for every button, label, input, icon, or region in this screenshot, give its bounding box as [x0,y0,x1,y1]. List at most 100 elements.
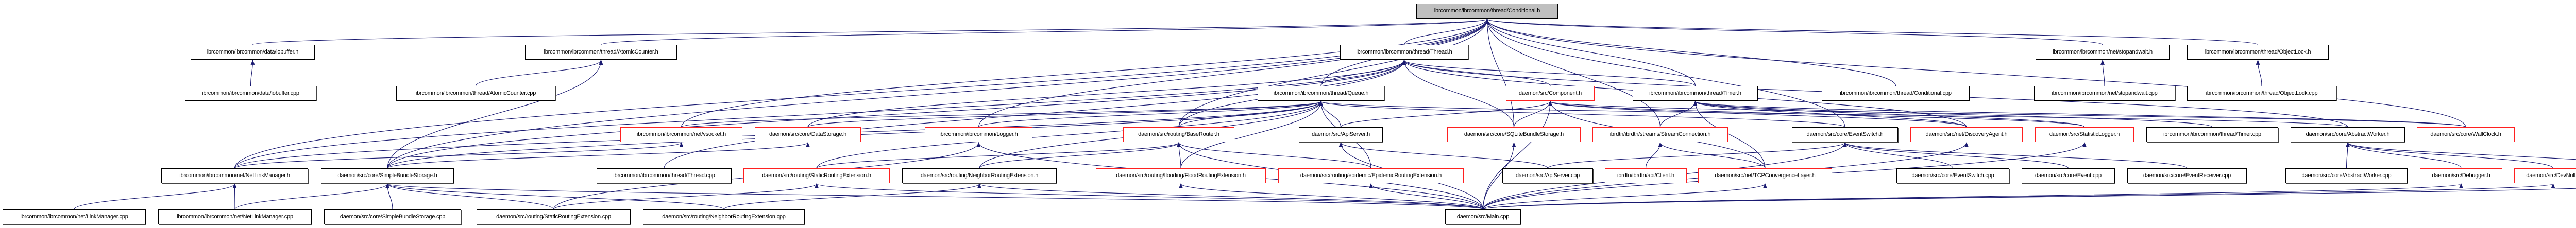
file-node[interactable]: ibrdtn/ibrdtn/streams/StreamConnection.h [1592,127,1728,142]
file-node[interactable]: daemon/src/routing/StaticRoutingExtensio… [743,168,890,183]
dependency-edge [1485,19,2259,45]
dependency-edge [816,101,1323,169]
dependency-edge [1177,142,1371,169]
file-node[interactable]: ibrcommon/ibrcommon/net/LinkManager.cpp [3,209,146,224]
dependency-edge [2346,142,2554,169]
dependency-edge [1548,101,1967,128]
file-node[interactable]: ibrcommon/ibrcommon/thread/Timer.cpp [2146,127,2278,142]
dependency-edge [1547,142,1847,169]
file-node[interactable]: ibrcommon/ibrcommon/thread/Thread.cpp [597,168,732,183]
dependency-edge [600,19,1489,45]
file-node[interactable]: daemon/src/Debugger.h [2420,168,2502,183]
dependency-edge [681,101,1323,128]
file-node[interactable]: daemon/src/routing/BaseRouter.h [1123,127,1234,142]
file-node[interactable]: daemon/src/net/TCPConvergenceLayer.h [1698,168,1832,183]
file-node[interactable]: daemon/src/Component.h [1506,86,1595,101]
dependency-edge [978,101,1323,128]
dependency-edge [977,183,1484,210]
file-node[interactable]: ibrcommon/ibrcommon/net/NetLinkManager.c… [158,209,312,224]
file-node[interactable]: ibrcommon/ibrcommon/thread/Conditional.c… [1822,86,1970,101]
file-node[interactable]: ibrcommon/ibrcommon/thread/AtomicCounter… [396,86,555,101]
file-node[interactable]: daemon/src/core/AbstractWorker.cpp [2285,168,2408,183]
dependency-edge [1402,60,1696,86]
dependency-edge [1178,101,1323,128]
dependency-edge [1843,142,2069,169]
file-node[interactable]: ibrcommon/ibrcommon/thread/AtomicCounter… [525,45,677,60]
dependency-edge [234,183,389,210]
dependency-edge [1843,142,2188,169]
dependency-edge [1485,19,1661,128]
dependency-edge [1693,101,2085,128]
file-node[interactable]: daemon/src/core/WallClock.h [2417,127,2515,142]
file-node[interactable]: ibrcommon/ibrcommon/net/stopandwait.h [2036,45,2170,60]
file-node[interactable]: ibrcommon/ibrcommon/thread/ObjectLock.cp… [2187,86,2336,101]
file-node[interactable]: daemon/src/core/EventSwitch.cpp [1896,168,2009,183]
file-node[interactable]: daemon/src/routing/NeighborRoutingExtens… [902,168,1057,183]
dependency-edge [1482,142,1516,210]
file-node[interactable]: daemon/src/core/DataStorage.h [755,127,861,142]
file-node[interactable]: daemon/src/net/DiscoveryAgent.h [1910,127,2023,142]
dependency-edge [1482,188,2576,210]
dependency-edge [979,142,1181,169]
dependency-edge [1319,101,2348,128]
dependency-edge [1693,101,1766,169]
dependency-edge [250,60,255,86]
file-node[interactable]: daemon/src/core/EventSwitch.h [1792,127,1898,142]
dependency-edge [1482,101,1552,210]
file-node[interactable]: daemon/src/core/Event.cpp [2022,168,2115,183]
file-node[interactable]: daemon/src/routing/epidemic/EpidemicRout… [1278,168,1464,183]
file-node[interactable]: ibrdtn/ibrdtn/api/Client.h [1605,168,1687,183]
dependency-edge [1659,101,1698,128]
dependency-edge [1485,19,2466,128]
dependency-edge [1402,60,1515,128]
dependency-edge [2346,142,2462,169]
dependency-edge [252,19,1489,45]
dependency-edge [816,142,1181,169]
dependency-edge [1338,142,1548,169]
dependency-edge [1485,19,2103,45]
file-node[interactable]: daemon/src/ApiServer.h [1299,127,1383,142]
file-node[interactable]: ibrcommon/ibrcommon/data/iobuffer.cpp [185,86,316,101]
dependency-edge [1485,19,1845,128]
file-node[interactable]: ibrcommon/ibrcommon/thread/Thread.h [1340,45,1468,60]
dependency-edge [1180,101,1323,169]
dependency-edge [234,142,684,169]
file-node[interactable]: ibrcommon/ibrcommon/net/NetLinkManager.h [161,168,308,183]
file-node[interactable]: daemon/src/StatisticLogger.h [2035,127,2134,142]
dependency-edge [807,60,1406,128]
dependency-edge [664,60,1406,169]
file-node[interactable]: ibrcommon/ibrcommon/net/stopandwait.cpp [2034,86,2175,101]
file-node[interactable]: ibrcommon/ibrcommon/thread/Queue.h [1258,86,1384,101]
file-node[interactable]: daemon/src/routing/flooding/FloodRouting… [1096,168,1266,183]
dependency-edge [74,183,237,210]
dependency-edge [1843,142,1954,169]
dependency-edge [1693,101,2466,128]
dependency-edge [553,183,819,210]
dependency-edge [681,19,1489,128]
dependency-edge [815,183,1484,210]
file-node[interactable]: daemon/src/core/EventReceiver.cpp [2127,168,2247,183]
dependency-edge [2346,142,2576,160]
file-node[interactable]: ibrcommon/ibrcommon/thread/ObjectLock.h [2187,45,2329,60]
file-node[interactable]: daemon/src/routing/StaticRoutingExtensio… [477,209,631,224]
file-node[interactable]: daemon/src/core/SimpleBundleStorage.h [321,168,454,183]
dependency-edge [1369,183,1484,210]
dependency-edge [1340,101,1552,128]
dependency-edge [2346,142,2350,169]
file-node[interactable]: ibrcommon/ibrcommon/data/iobuffer.h [191,45,315,60]
dependency-edge [1645,142,1663,169]
file-node[interactable]: ibrcommon/ibrcommon/Logger.h [925,127,1032,142]
dependency-edge [1485,19,1896,86]
file-node[interactable]: daemon/src/ApiServer.cpp [1502,168,1593,183]
file-node[interactable]: ibrcommon/ibrcommon/net/vsocket.h [620,127,742,142]
file-node[interactable]: ibrcommon/ibrcommon/thread/Timer.h [1633,86,1758,101]
file-node[interactable]: daemon/src/core/SQLiteBundleStorage.h [1447,127,1581,142]
file-node[interactable]: daemon/src/routing/NeighborRoutingExtens… [643,209,805,224]
dependency-edge [1319,101,1342,128]
file-node[interactable]: daemon/src/core/AbstractWorker.h [2291,127,2405,142]
file-node[interactable]: daemon/src/Main.cpp [1445,209,1521,224]
file-node[interactable]: daemon/src/core/SimpleBundleStorage.cpp [324,209,461,224]
file-node[interactable]: daemon/src/DevNull.h [2514,168,2576,183]
